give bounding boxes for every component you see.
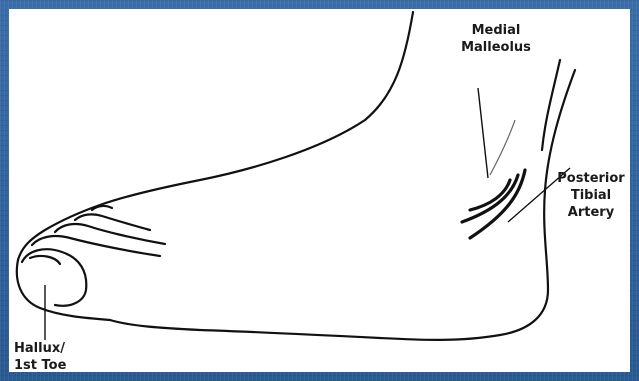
label-artery-line3: Artery <box>552 204 630 221</box>
toe-4 <box>75 214 150 230</box>
toe-3 <box>55 224 165 244</box>
label-medial-malleolus: Medial Malleolus <box>456 22 536 56</box>
label-hallux-line1: Hallux/ <box>14 340 78 357</box>
heel-outline <box>110 70 575 340</box>
sole-outline <box>17 260 110 320</box>
label-medial-malleolus-line1: Medial <box>456 22 536 39</box>
label-hallux-line2: 1st Toe <box>14 357 78 374</box>
medial-malleolus-shading <box>490 120 515 175</box>
hallux-nail <box>30 256 60 264</box>
label-tibial-line2: Tibial <box>552 187 630 204</box>
label-posterior-line1: Posterior <box>552 170 630 187</box>
label-medial-malleolus-line2: Malleolus <box>456 39 536 56</box>
label-hallux: Hallux/ 1st Toe <box>14 340 78 374</box>
label-posterior-tibial-artery: Posterior Tibial Artery <box>552 170 630 221</box>
artery-line-3 <box>470 180 510 210</box>
pointer-medial-malleolus <box>478 88 488 178</box>
leg-back-outline <box>542 60 560 150</box>
foot-dorsum-outline <box>18 12 413 260</box>
